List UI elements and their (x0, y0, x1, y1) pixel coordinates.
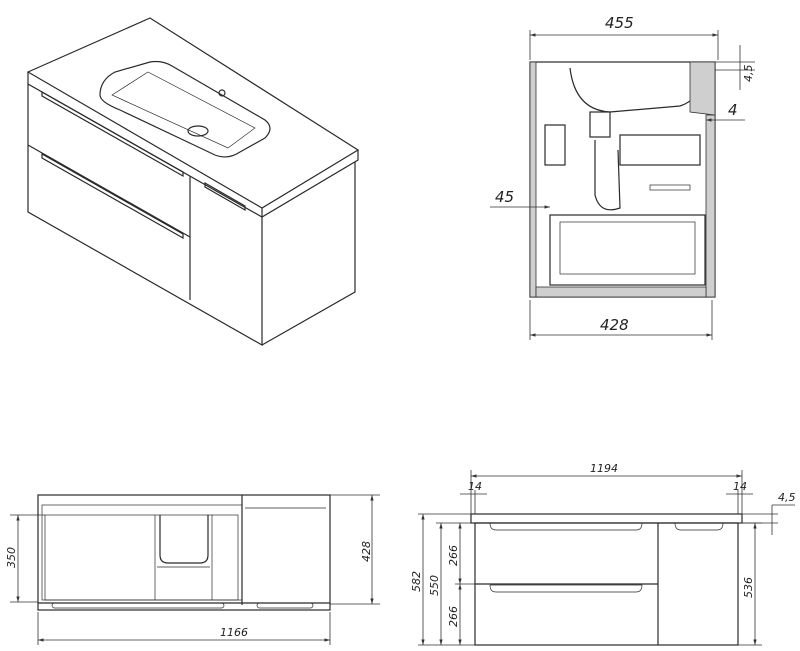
tap-hole (218, 89, 226, 97)
dim-14-right: 14 (733, 480, 747, 493)
dim-1166: 1166 (220, 626, 248, 639)
handle-door-front (674, 522, 724, 531)
dim-45: 45 (495, 188, 514, 206)
dim-4: 4 (728, 101, 738, 119)
handle-top-front (489, 522, 643, 531)
dim-266-bottom: 266 (447, 606, 460, 627)
basin (99, 60, 271, 158)
dim-428: 428 (600, 316, 629, 334)
isometric-view (26, 17, 360, 347)
drain (187, 125, 209, 137)
side-section-view: 455 428 45 4 4,5 (490, 14, 755, 340)
dim-582: 582 (410, 571, 423, 592)
siphon (594, 140, 621, 211)
handle-top (41, 90, 184, 178)
siphon-cutout (159, 515, 209, 564)
dim-14-left: 14 (468, 480, 482, 493)
dim-266-top: 266 (447, 545, 460, 566)
handle-bottom-front (489, 584, 643, 593)
dim-455: 455 (605, 14, 634, 32)
handle-bottom (41, 152, 184, 240)
dim-4-5-front: 4,5 (778, 491, 796, 504)
front-view: 1194 14 14 4,5 582 550 266 266 536 (410, 462, 796, 646)
front-section-view: 350 428 1166 (5, 494, 380, 645)
countertop-top (26, 17, 360, 209)
dim-536: 536 (742, 577, 755, 598)
dim-350: 350 (5, 547, 18, 568)
dim-4-5-side: 4,5 (742, 65, 755, 83)
dim-550: 550 (428, 575, 441, 596)
dim-428-front: 428 (360, 541, 373, 562)
handle-door (204, 181, 246, 212)
dim-1194: 1194 (590, 462, 618, 475)
